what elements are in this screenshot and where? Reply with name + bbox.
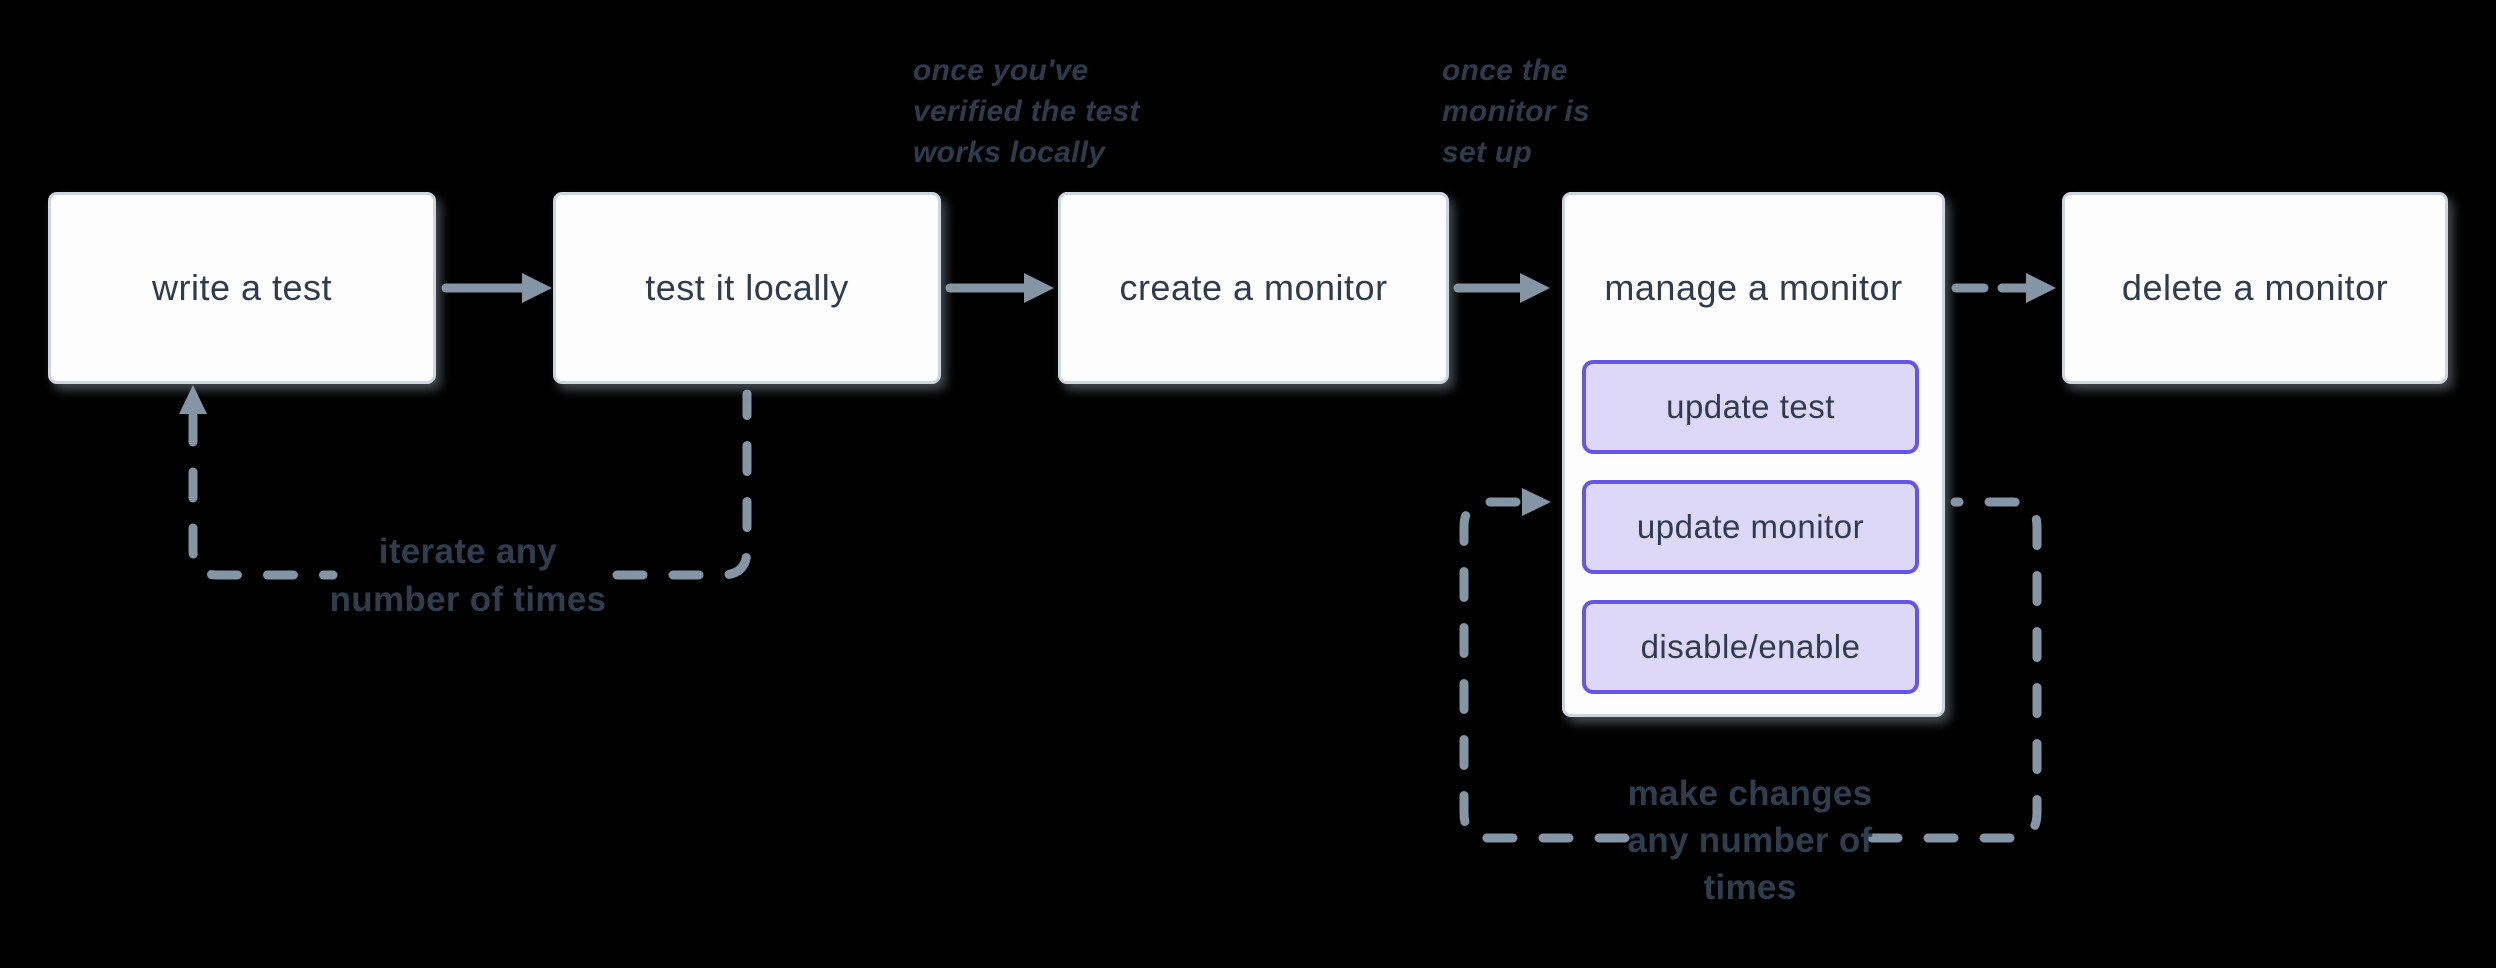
annotation-line: once the bbox=[1442, 54, 1568, 87]
node-label: manage a monitor bbox=[1604, 267, 1903, 308]
loop-iterate-arrowhead bbox=[179, 385, 207, 414]
node-label: delete a monitor bbox=[2121, 267, 2389, 308]
caption-line: number of times bbox=[329, 580, 607, 619]
annotation-monitor-set-up: once the monitor is set up bbox=[1442, 50, 1590, 173]
annotation-verified-locally: once you've verified the test works loca… bbox=[913, 50, 1140, 173]
loop-iterate bbox=[188, 389, 752, 580]
arrow-test-to-create bbox=[945, 273, 1054, 303]
button-update-test: update test bbox=[1582, 360, 1919, 454]
node-label: create a monitor bbox=[1119, 267, 1388, 308]
node-delete-a-monitor: delete a monitor bbox=[2062, 192, 2448, 384]
node-create-a-monitor: create a monitor bbox=[1058, 192, 1449, 384]
annotation-line: set up bbox=[1442, 136, 1533, 169]
arrow-manage-to-delete bbox=[1951, 273, 2056, 303]
arrow-create-to-manage bbox=[1453, 273, 1550, 303]
caption-line: any number of bbox=[1627, 821, 1873, 860]
button-update-monitor: update monitor bbox=[1582, 480, 1919, 574]
annotation-line: verified the test bbox=[913, 95, 1140, 128]
annotation-line: once you've bbox=[913, 54, 1089, 87]
arrow-write-to-test bbox=[441, 273, 552, 303]
loop-make-changes-arrowhead bbox=[1522, 488, 1551, 516]
node-label: write a test bbox=[151, 267, 333, 308]
node-write-a-test: write a test bbox=[48, 192, 436, 384]
annotation-line: works locally bbox=[913, 136, 1106, 169]
node-manage-a-monitor: manage a monitor update test update moni… bbox=[1562, 192, 1945, 717]
caption-line: iterate any bbox=[378, 532, 558, 571]
caption-line: times bbox=[1703, 868, 1797, 907]
caption-iterate: iterate any number of times bbox=[268, 528, 668, 624]
caption-make-changes: make changes any number of times bbox=[1550, 770, 1950, 911]
caption-line: make changes bbox=[1627, 774, 1873, 813]
annotation-line: monitor is bbox=[1442, 95, 1591, 128]
node-test-it-locally: test it locally bbox=[553, 192, 941, 384]
button-disable-enable: disable/enable bbox=[1582, 600, 1919, 694]
node-label: test it locally bbox=[645, 267, 849, 308]
